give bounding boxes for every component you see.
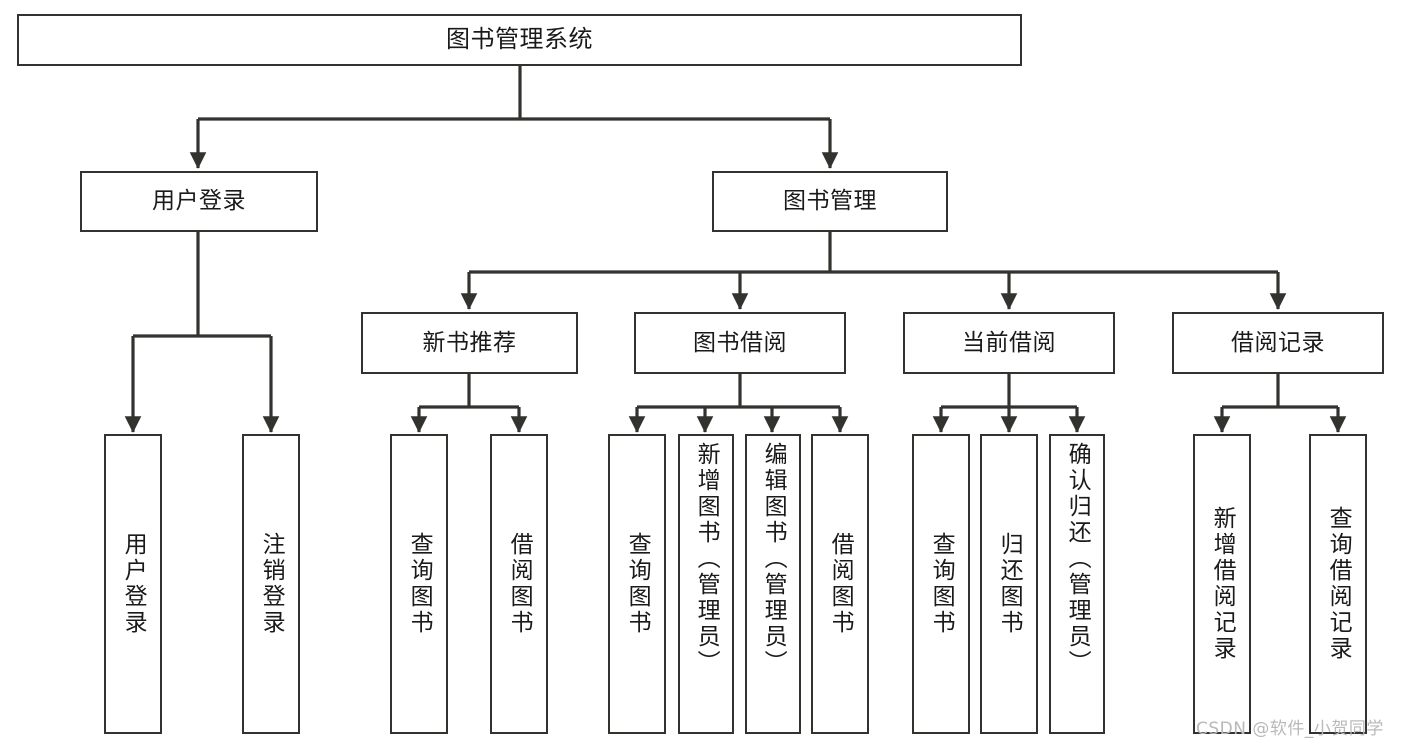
node-book-borrow[interactable]: 图书借阅 — [634, 312, 846, 374]
node-root-system[interactable]: 图书管理系统 — [17, 14, 1022, 66]
node-label: 查询图书 — [928, 532, 955, 636]
node-label: 新书推荐 — [422, 329, 517, 356]
node-label: 确认归还（管理员） — [1064, 442, 1091, 676]
node-leaf-query-book-2[interactable]: 查询图书 — [608, 434, 666, 734]
node-leaf-query-book-1[interactable]: 查询图书 — [390, 434, 448, 734]
node-label: 图书管理系统 — [446, 25, 593, 54]
node-new-book-rec[interactable]: 新书推荐 — [361, 312, 578, 374]
node-label: 查询借阅记录 — [1325, 506, 1352, 662]
node-leaf-query-record[interactable]: 查询借阅记录 — [1309, 434, 1367, 734]
node-label: 借阅记录 — [1231, 329, 1325, 356]
node-leaf-user-login[interactable]: 用户登录 — [104, 434, 162, 734]
csdn-watermark: CSDN @软件_小贺同学 — [1196, 719, 1384, 739]
node-book-manage[interactable]: 图书管理 — [712, 171, 948, 232]
node-leaf-logout[interactable]: 注销登录 — [242, 434, 300, 734]
node-label: 当前借阅 — [962, 329, 1056, 356]
node-label: 新增图书（管理员） — [693, 442, 720, 676]
node-label: 归还图书 — [996, 532, 1023, 636]
node-leaf-borrow-book-1[interactable]: 借阅图书 — [490, 434, 548, 734]
node-label: 借阅图书 — [506, 532, 533, 636]
node-label: 注销登录 — [258, 532, 285, 636]
node-label: 查询图书 — [624, 532, 651, 636]
node-leaf-add-record[interactable]: 新增借阅记录 — [1193, 434, 1251, 734]
node-current-borrow[interactable]: 当前借阅 — [903, 312, 1115, 374]
node-leaf-borrow-book-2[interactable]: 借阅图书 — [811, 434, 869, 734]
node-borrow-record[interactable]: 借阅记录 — [1172, 312, 1384, 374]
node-user-login[interactable]: 用户登录 — [80, 171, 318, 232]
node-label: 用户登录 — [120, 532, 147, 636]
node-leaf-query-book-3[interactable]: 查询图书 — [912, 434, 970, 734]
node-label: 新增借阅记录 — [1209, 506, 1236, 662]
node-label: 查询图书 — [406, 532, 433, 636]
node-leaf-return-book[interactable]: 归还图书 — [980, 434, 1038, 734]
node-label: 借阅图书 — [827, 532, 854, 636]
node-label: 用户登录 — [152, 188, 246, 215]
node-label: 图书管理 — [783, 188, 877, 215]
node-leaf-edit-book[interactable]: 编辑图书（管理员） — [745, 434, 801, 734]
node-label: 编辑图书（管理员） — [760, 442, 787, 676]
node-label: 图书借阅 — [693, 329, 787, 356]
node-leaf-add-book[interactable]: 新增图书（管理员） — [678, 434, 734, 734]
node-leaf-confirm-return[interactable]: 确认归还（管理员） — [1049, 434, 1105, 734]
